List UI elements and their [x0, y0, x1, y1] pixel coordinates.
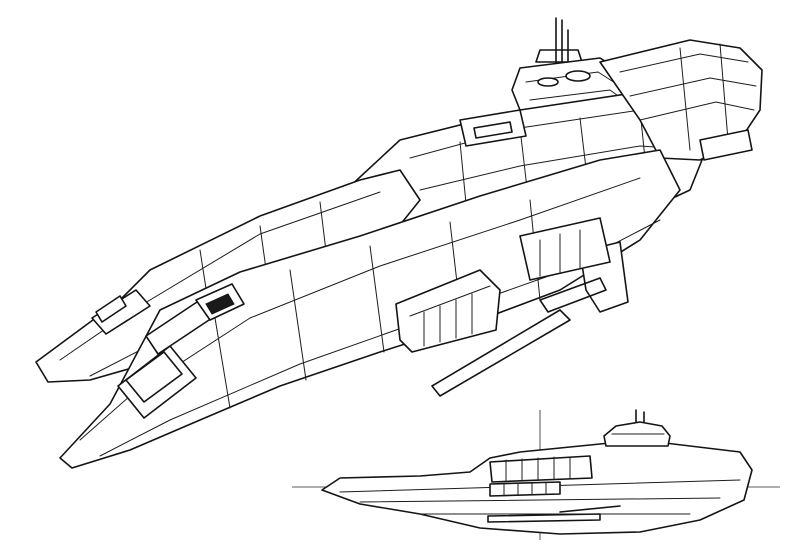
cargo-module [395, 269, 501, 353]
perspective-view [35, 17, 763, 469]
side-elevation-view [292, 409, 780, 540]
side-gun-barrel [487, 505, 621, 523]
aft-engine-block [599, 39, 763, 161]
side-bridge [603, 409, 671, 447]
main-gun-barrel [431, 277, 607, 397]
side-panel-row [489, 455, 593, 497]
starboard-hull-pod [59, 149, 681, 469]
dorsal-turret [195, 283, 245, 321]
